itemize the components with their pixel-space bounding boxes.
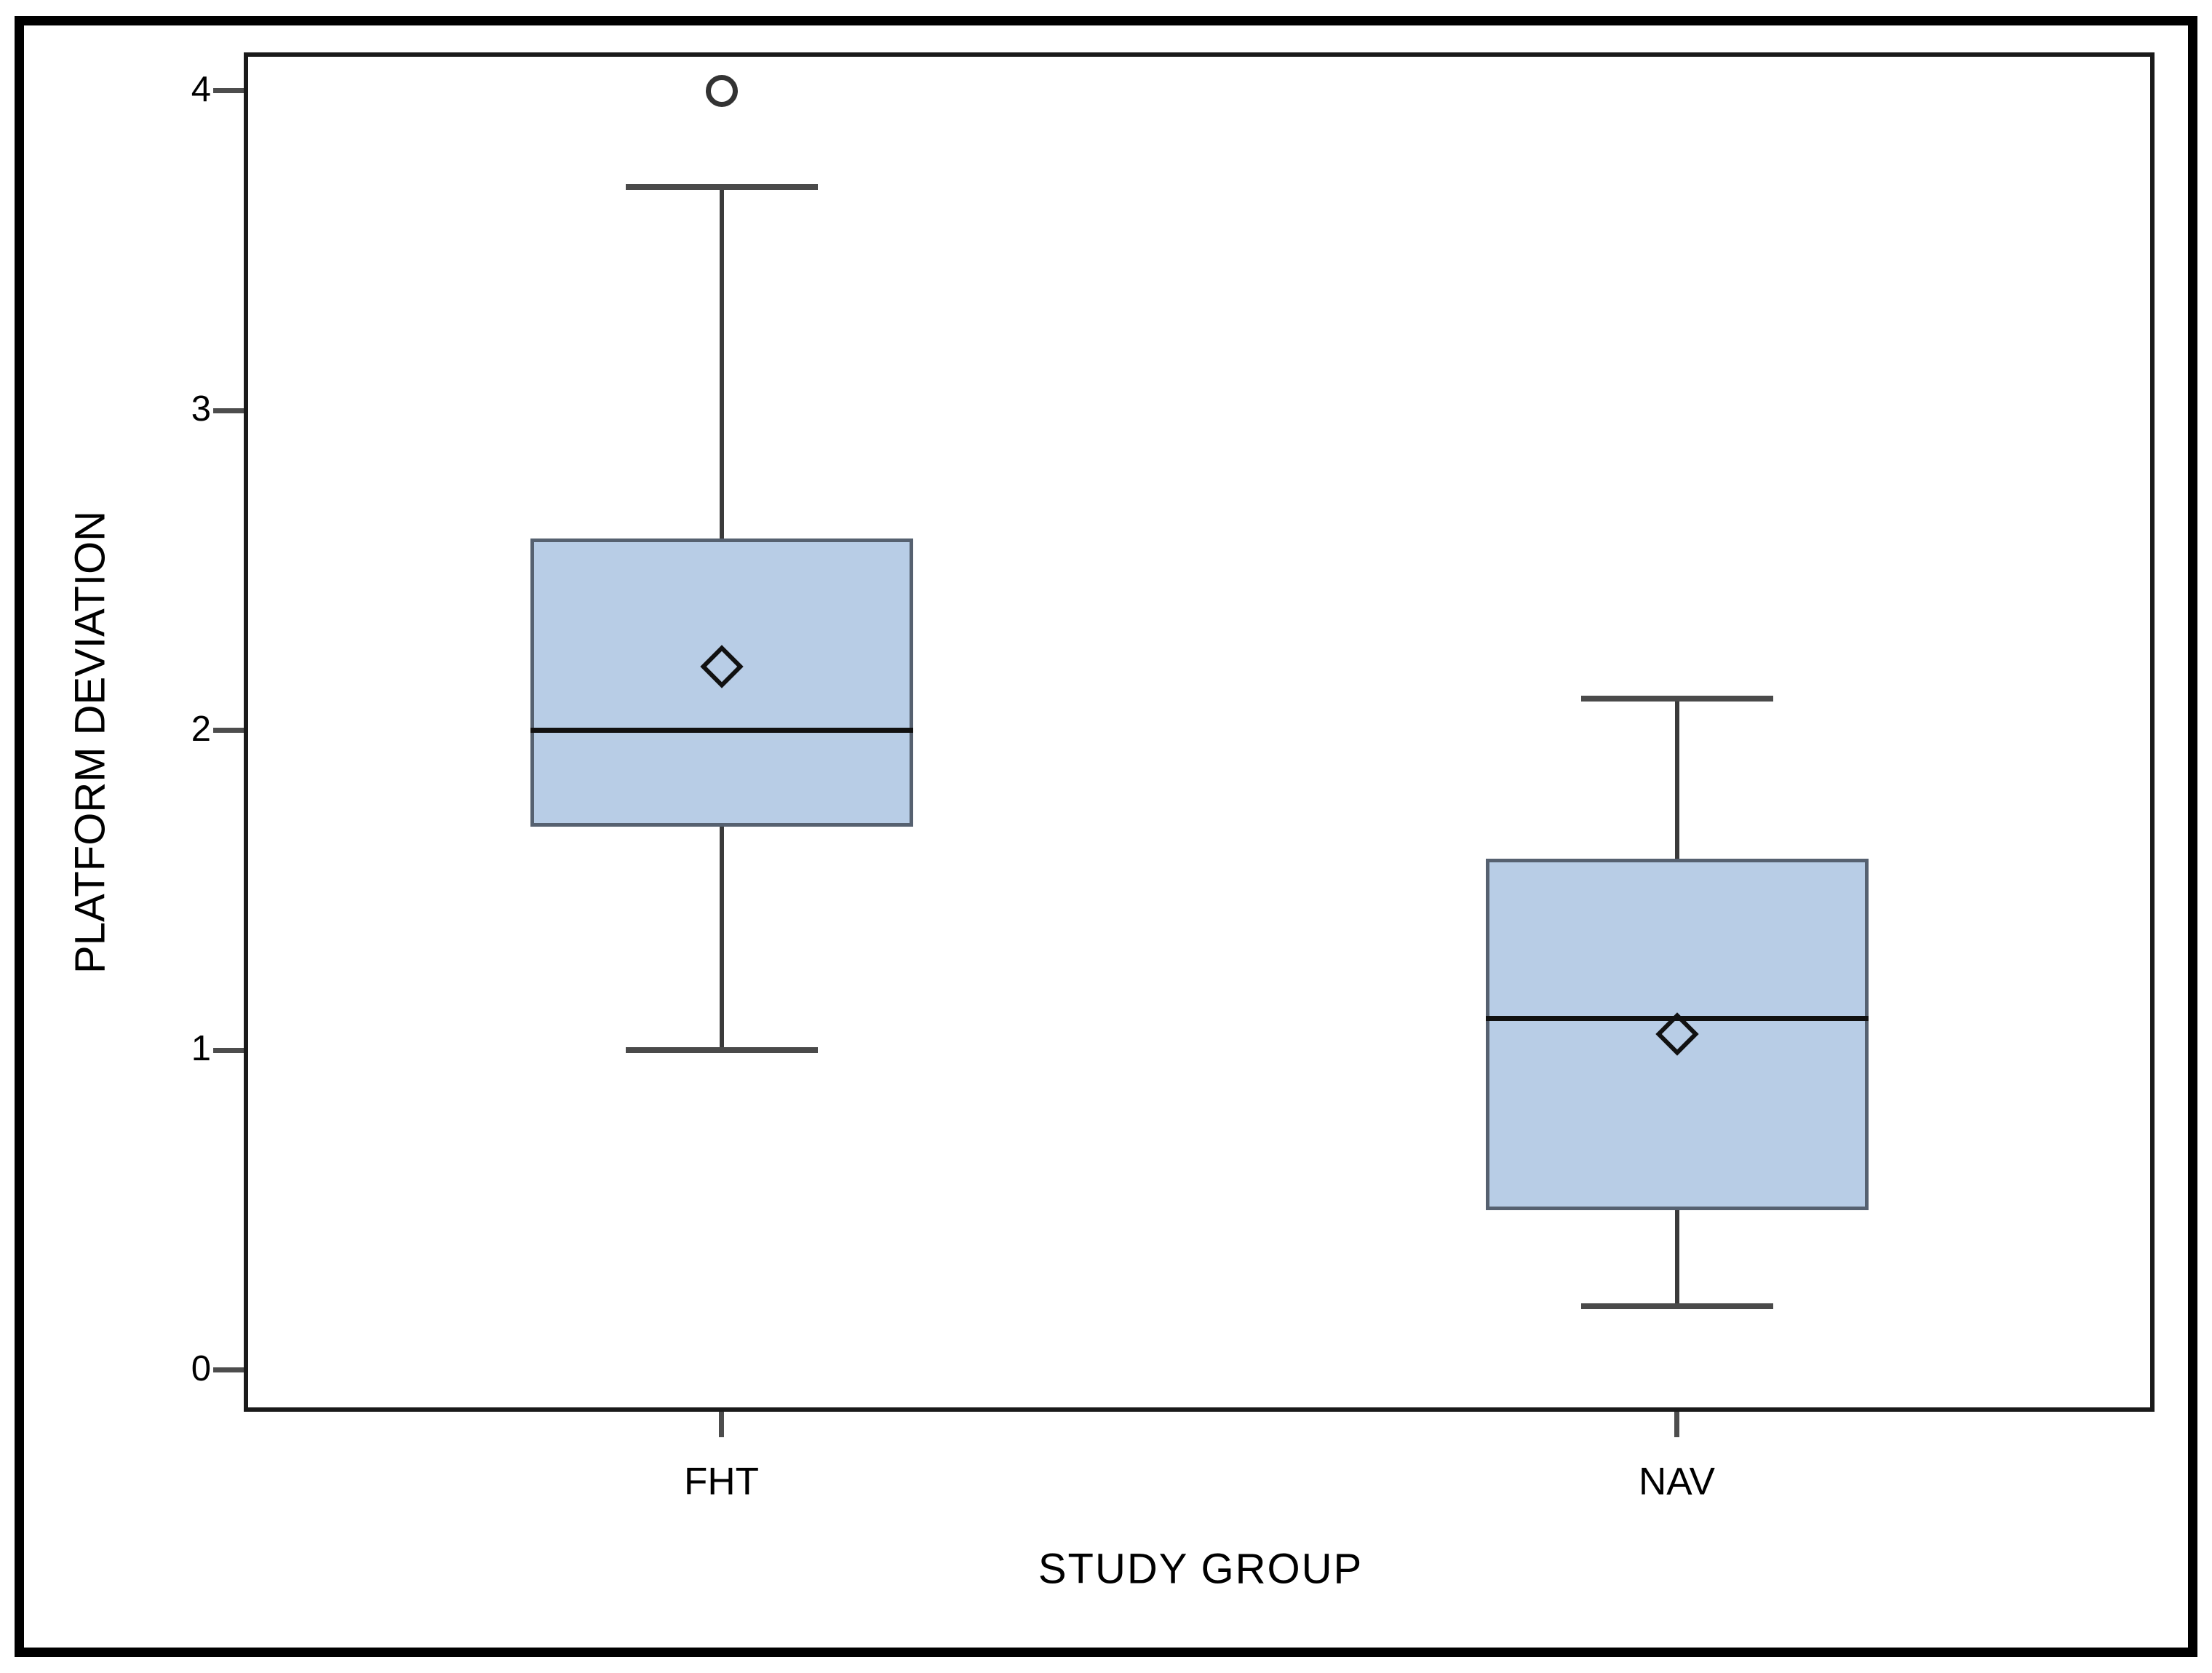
fht-whisker-low-line (719, 826, 724, 1051)
y-tick-mark-1 (213, 1047, 244, 1053)
y-tick-label-2: 2 (191, 709, 211, 749)
y-tick-label-0: 0 (191, 1348, 211, 1388)
nav-whisker-cap-low (1580, 1303, 1773, 1309)
y-tick-label-4: 4 (191, 69, 211, 109)
y-tick-mark-0 (213, 1367, 244, 1373)
nav-whisker-high-line (1674, 698, 1679, 859)
nav-whisker-low-line (1674, 1210, 1679, 1306)
x-axis-title: STUDY GROUP (1038, 1545, 1364, 1593)
fht-median-line (530, 728, 913, 734)
x-tick-label-fht: FHT (683, 1460, 760, 1503)
x-tick-mark-fht (719, 1412, 724, 1437)
figure-border (15, 16, 2197, 1657)
fht-whisker-cap-high (625, 183, 818, 190)
x-tick-label-nav: NAV (1638, 1460, 1716, 1503)
y-tick-mark-3 (213, 408, 244, 413)
y-tick-mark-2 (213, 728, 244, 734)
y-tick-label-3: 3 (191, 389, 211, 429)
fht-box (530, 539, 913, 827)
nav-whisker-cap-high (1580, 695, 1773, 702)
y-tick-mark-4 (213, 88, 244, 94)
fht-whisker-cap-low (625, 1047, 818, 1054)
y-tick-label-1: 1 (191, 1029, 211, 1069)
nav-median-line (1485, 1015, 1869, 1021)
fht-outlier-point-0 (705, 74, 738, 107)
nav-box (1485, 858, 1869, 1211)
fht-whisker-high-line (719, 186, 724, 539)
x-tick-mark-nav (1674, 1412, 1679, 1437)
